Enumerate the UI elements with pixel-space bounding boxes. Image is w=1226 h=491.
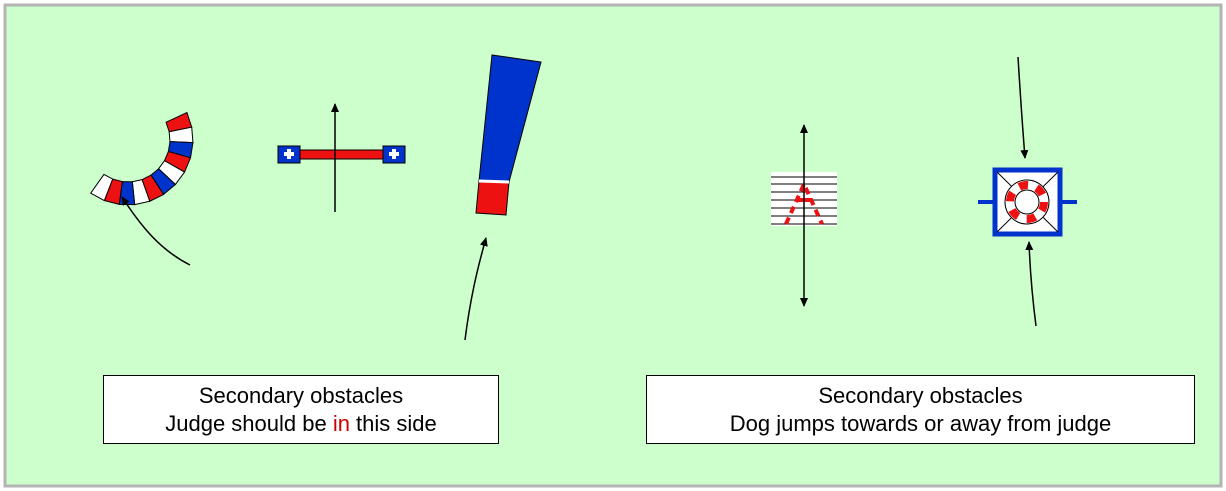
curved-tunnel-icon — [89, 111, 194, 206]
caption-left-prefix: Judge should be — [165, 411, 333, 436]
tunnel-approach-arrow — [464, 237, 488, 341]
caption-left-line2: Judge should be in this side — [104, 410, 498, 438]
tyre-jump-icon — [978, 167, 1077, 237]
caption-judge-side: Secondary obstacles Judge should be in t… — [103, 375, 499, 444]
caption-left-suffix: this side — [349, 411, 437, 436]
caption-dog-direction: Secondary obstacles Dog jumps towards or… — [646, 375, 1195, 444]
caption-right-line1: Secondary obstacles — [818, 383, 1023, 408]
tyre-arrow-top — [1017, 56, 1029, 159]
hurdle-bar-icon — [277, 145, 406, 164]
caption-right-line2: Dog jumps towards or away from judge — [729, 411, 1112, 436]
tunnel-icon — [475, 54, 542, 216]
caption-left-highlight: in — [332, 411, 350, 436]
caption-left-line1: Secondary obstacles — [198, 383, 404, 408]
tyre-arrow-bottom — [1025, 241, 1037, 327]
arc-segment — [89, 173, 114, 202]
arc-approach-arrow — [121, 196, 191, 266]
